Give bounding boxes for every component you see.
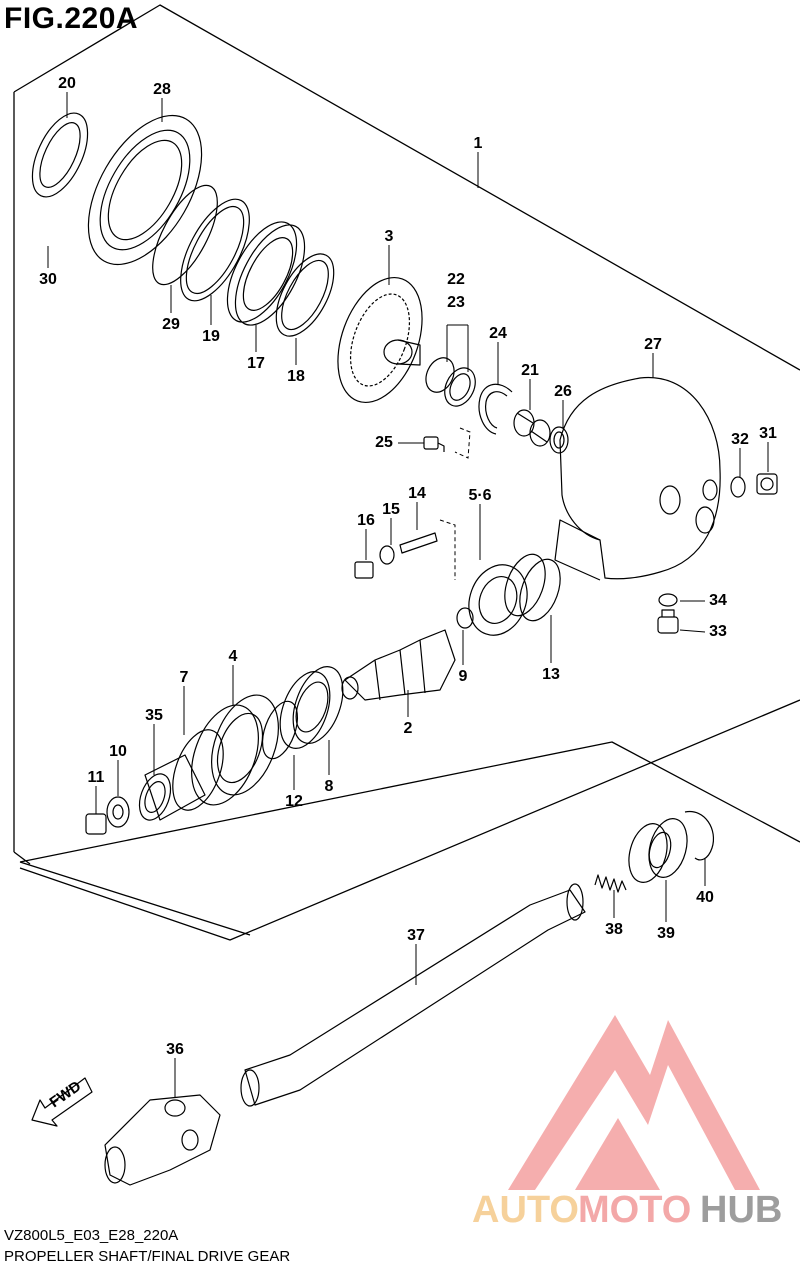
part-11-nut	[85, 813, 107, 835]
part-35-coupling	[138, 754, 206, 821]
callout-20: 20	[58, 75, 76, 92]
part-38-spring	[594, 874, 627, 893]
callout-1: 1	[474, 135, 483, 152]
part-33-drain-plug	[657, 609, 679, 634]
figure-title: FIG.220A	[4, 2, 139, 35]
part-7-o-ring	[172, 729, 224, 811]
part-26-washer	[549, 426, 569, 454]
part-10-washer	[106, 796, 130, 828]
callout-27: 27	[644, 336, 662, 353]
part-14-stud-bolt	[399, 532, 438, 554]
callout-39: 39	[657, 925, 675, 942]
part-4-bearing-housing	[191, 694, 279, 806]
leader-lines	[47, 92, 769, 1098]
part-40-circlip	[684, 810, 714, 861]
part-20-oil-seal	[31, 112, 89, 198]
callout-5-6: 5·6	[468, 487, 491, 504]
watermark-triangle-outer	[508, 1015, 760, 1190]
part-17-bearing	[226, 221, 306, 326]
part-34-gasket	[658, 593, 678, 607]
callout-8: 8	[325, 778, 334, 795]
callout-24: 24	[489, 325, 507, 342]
callout-28: 28	[153, 81, 171, 98]
part-16-nut	[354, 561, 374, 579]
watermark-triangle-inner	[575, 1118, 660, 1190]
diagram-code: VZ800L5_E03_E28_220A	[4, 1227, 179, 1244]
assembly-outline-1	[13, 4, 800, 941]
callout-9: 9	[459, 668, 468, 685]
callout-23: 23	[447, 294, 465, 311]
callout-19: 19	[202, 328, 220, 345]
part-9-nut	[456, 607, 474, 629]
callout-35: 35	[145, 707, 163, 724]
automotohub-watermark: AUTO MOTO HUB	[472, 1015, 782, 1231]
callout-26: 26	[554, 383, 572, 400]
part-22-23-shims	[425, 357, 476, 407]
callout-4: 4	[229, 648, 238, 665]
part-28-bearing-retainer	[87, 114, 203, 266]
part-15-washer	[379, 545, 395, 565]
watermark-text-moto: MOTO	[578, 1189, 691, 1231]
part-39-oil-seal	[628, 818, 688, 883]
callout-21: 21	[521, 362, 539, 379]
part-36-universal-joint	[104, 1094, 221, 1186]
part-8-bearing	[279, 666, 344, 749]
diagram-description: PROPELLER SHAFT/FINAL DRIVE GEAR	[4, 1248, 291, 1265]
part-19-shim	[180, 198, 250, 302]
callout-3: 3	[385, 228, 394, 245]
part-25-bolt	[423, 436, 445, 452]
part-5-6-bearing-housing	[468, 564, 528, 636]
callout-15: 15	[382, 501, 400, 518]
callout-40: 40	[696, 889, 714, 906]
callout-33: 33	[709, 623, 727, 640]
fwd-direction-arrow	[31, 1077, 93, 1127]
callout-34: 34	[709, 592, 727, 609]
callout-13: 13	[542, 666, 560, 683]
callout-38: 38	[605, 921, 623, 938]
callout-16: 16	[357, 512, 375, 529]
callout-11: 11	[88, 769, 105, 786]
part-12-spacer	[261, 700, 299, 760]
part-18-shim	[275, 253, 335, 337]
part-21-needle-bearing	[513, 409, 551, 447]
callout-14: 14	[408, 485, 426, 502]
part-29-o-ring	[152, 184, 218, 286]
callout-25: 25	[375, 434, 393, 451]
callout-32: 32	[731, 431, 749, 448]
part-2-final-drive-gear	[341, 629, 456, 701]
callout-31: 31	[759, 425, 777, 442]
callout-10: 10	[109, 743, 127, 760]
callout-29: 29	[162, 316, 180, 333]
watermark-text-hub: HUB	[700, 1189, 782, 1231]
callout-22: 22	[447, 271, 465, 288]
callout-12: 12	[285, 793, 303, 810]
watermark-text-auto: AUTO	[472, 1189, 579, 1231]
part-31-oil-filler-plug	[756, 473, 778, 495]
part-27-final-gear-case	[554, 376, 721, 581]
part-37-propeller-shaft	[240, 883, 586, 1107]
callout-2: 2	[404, 720, 413, 737]
callout-37: 37	[407, 927, 425, 944]
assembly-outline-37	[19, 741, 800, 936]
callout-7: 7	[180, 669, 189, 686]
part-24-circlip	[478, 383, 513, 435]
part-3-final-driven-gear	[337, 276, 423, 404]
callout-36: 36	[166, 1041, 184, 1058]
callout-17: 17	[247, 355, 265, 372]
part-32-gasket	[730, 476, 746, 498]
part-13-o-rings	[504, 553, 561, 622]
callout-30: 30	[39, 271, 57, 288]
callout-18: 18	[287, 368, 305, 385]
